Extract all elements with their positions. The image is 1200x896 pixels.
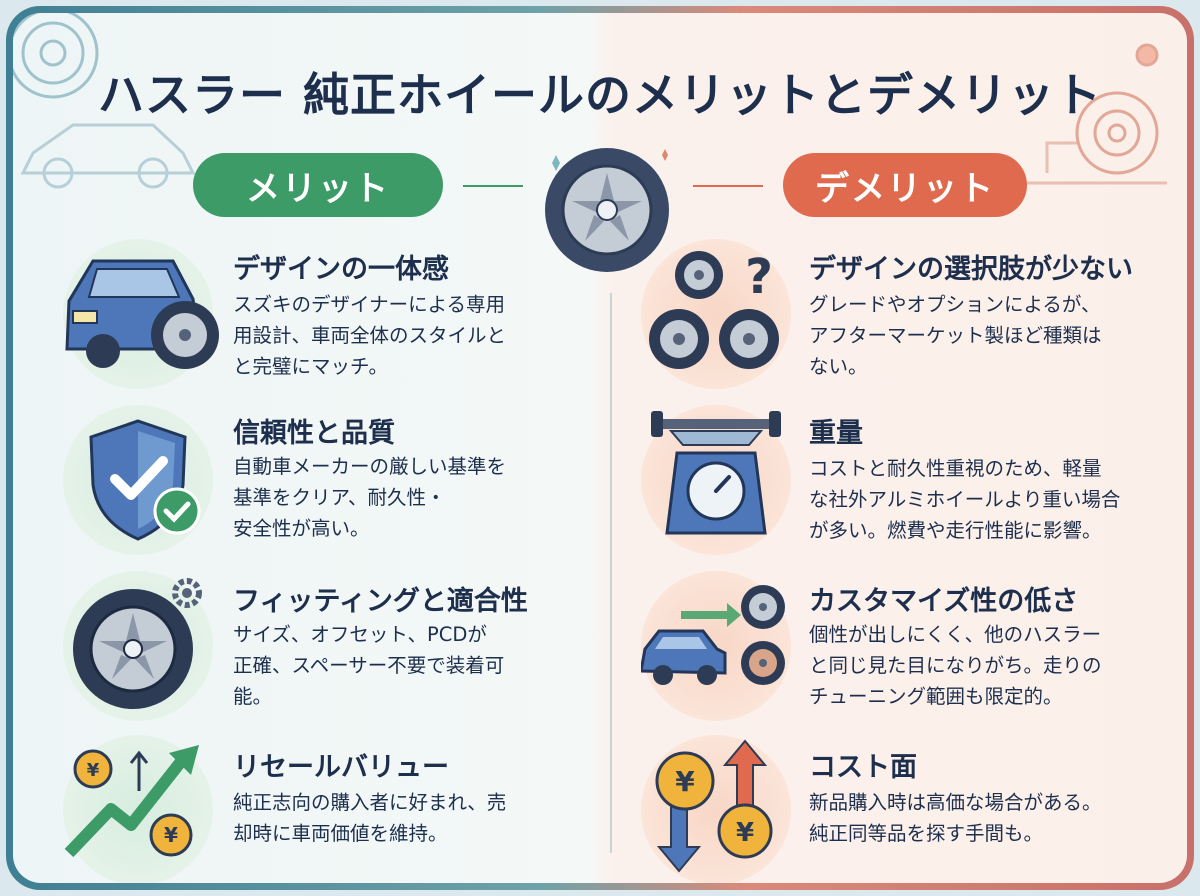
blue-car-icon (65, 259, 219, 369)
divider-line-left (463, 185, 523, 187)
demerit-item-cost: ¥ ¥ コスト面 新品購入時は高価な場合がある。 純正同等品を探す手間も。 (641, 735, 1181, 883)
demerit-description: グレードやオプションによるが、 アフターマーケット製ほど種類は ない。 (809, 293, 1102, 378)
merit-description: 純正志向の購入者に好まれ、売 却時に車両価値を維持。 (233, 791, 507, 845)
demerit-item-weight: 重量 コストと耐久性重視のため、軽量 な社外アルミホイールより重い場合 が多い。… (641, 405, 1181, 555)
divider-line-right (693, 185, 763, 187)
merit-heading: デザインの一体感 (233, 254, 449, 285)
yen-growth-arrow-icon: ¥ ¥ (64, 745, 199, 858)
merit-description: サイズ、オフセット、PCDが 正確、スペーサー不要で装着可 能。 (233, 623, 505, 708)
merit-label: メリット (193, 153, 443, 217)
tire-gear-icon (73, 578, 202, 709)
demerit-heading: 重量 (809, 418, 863, 449)
corner-wheel-decoration-icon (13, 13, 196, 189)
shield-check-icon (89, 419, 201, 541)
merit-heading: リセールバリュー (233, 752, 449, 783)
demerit-heading: コスト面 (809, 752, 917, 783)
wheels-question-icon: ? (649, 249, 779, 369)
merit-heading: 信頼性と品質 (233, 418, 395, 449)
demerit-item-customize: カスタマイズ性の低さ 個性が出しにくく、他のハスラー と同じ見た目になりがち。走… (641, 571, 1181, 721)
corner-tire-decoration-icon (1027, 43, 1167, 185)
merit-item-fitting: フィッティングと適合性 サイズ、オフセット、PCDが 正確、スペーサー不要で装着… (63, 571, 583, 721)
infographic-card: ハスラー 純正ホイールのメリットとデメリット メリット デメリット デザインの一… (13, 13, 1187, 883)
svg-text:¥: ¥ (164, 823, 178, 847)
svg-text:¥: ¥ (675, 765, 695, 798)
merit-description: スズキのデザイナーによる専用 用設計、車両全体のスタイルと と完璧にマッチ。 (233, 293, 507, 378)
outer-frame: ハスラー 純正ホイールのメリットとデメリット メリット デメリット デザインの一… (6, 6, 1194, 890)
svg-text:?: ? (745, 249, 773, 305)
demerit-heading: デザインの選択肢が少ない (809, 254, 1133, 285)
demerit-description: コストと耐久性重視のため、軽量 な社外アルミホイールより重い場合 が多い。燃費や… (809, 457, 1121, 542)
page-title: ハスラー 純正ホイールのメリットとデメリット (97, 68, 1102, 122)
svg-text:¥: ¥ (87, 760, 100, 781)
merit-item-reliability: 信頼性と品質 自動車メーカーの厳しい基準を 基準をクリア、耐久性・ 安全性が高い… (63, 405, 583, 555)
weight-scale-icon (651, 411, 781, 535)
car-wheel-swap-icon (641, 585, 785, 685)
demerit-description: 個性が出しにくく、他のハスラー と同じ見た目になりがち。走りの チューニング範囲… (809, 623, 1102, 708)
merit-heading: フィッティングと適合性 (233, 586, 528, 617)
merit-item-resale: ¥ ¥ リセールバリュー 純正志向の購入者に好まれ、売 却時に車両価値を維持。 (63, 735, 583, 883)
merit-description: 自動車メーカーの厳しい基準を 基準をクリア、耐久性・ 安全性が高い。 (233, 455, 507, 540)
yen-up-down-icon: ¥ ¥ (655, 739, 773, 873)
demerit-heading: カスタマイズ性の低さ (809, 586, 1079, 617)
svg-text:¥: ¥ (736, 818, 754, 848)
merit-item-design: デザインの一体感 スズキのデザイナーによる専用 用設計、車両全体のスタイルと と… (63, 239, 583, 389)
demerit-description: 新品購入時は高価な場合がある。 純正同等品を探す手間も。 (809, 791, 1102, 845)
demerit-item-design-choice: ? デザインの選択肢が少ない グレードやオプションによるが、 アフターマーケット… (641, 239, 1181, 389)
demerit-label: デメリット (783, 153, 1027, 217)
center-tire-icon (545, 148, 669, 272)
column-divider (610, 293, 612, 853)
